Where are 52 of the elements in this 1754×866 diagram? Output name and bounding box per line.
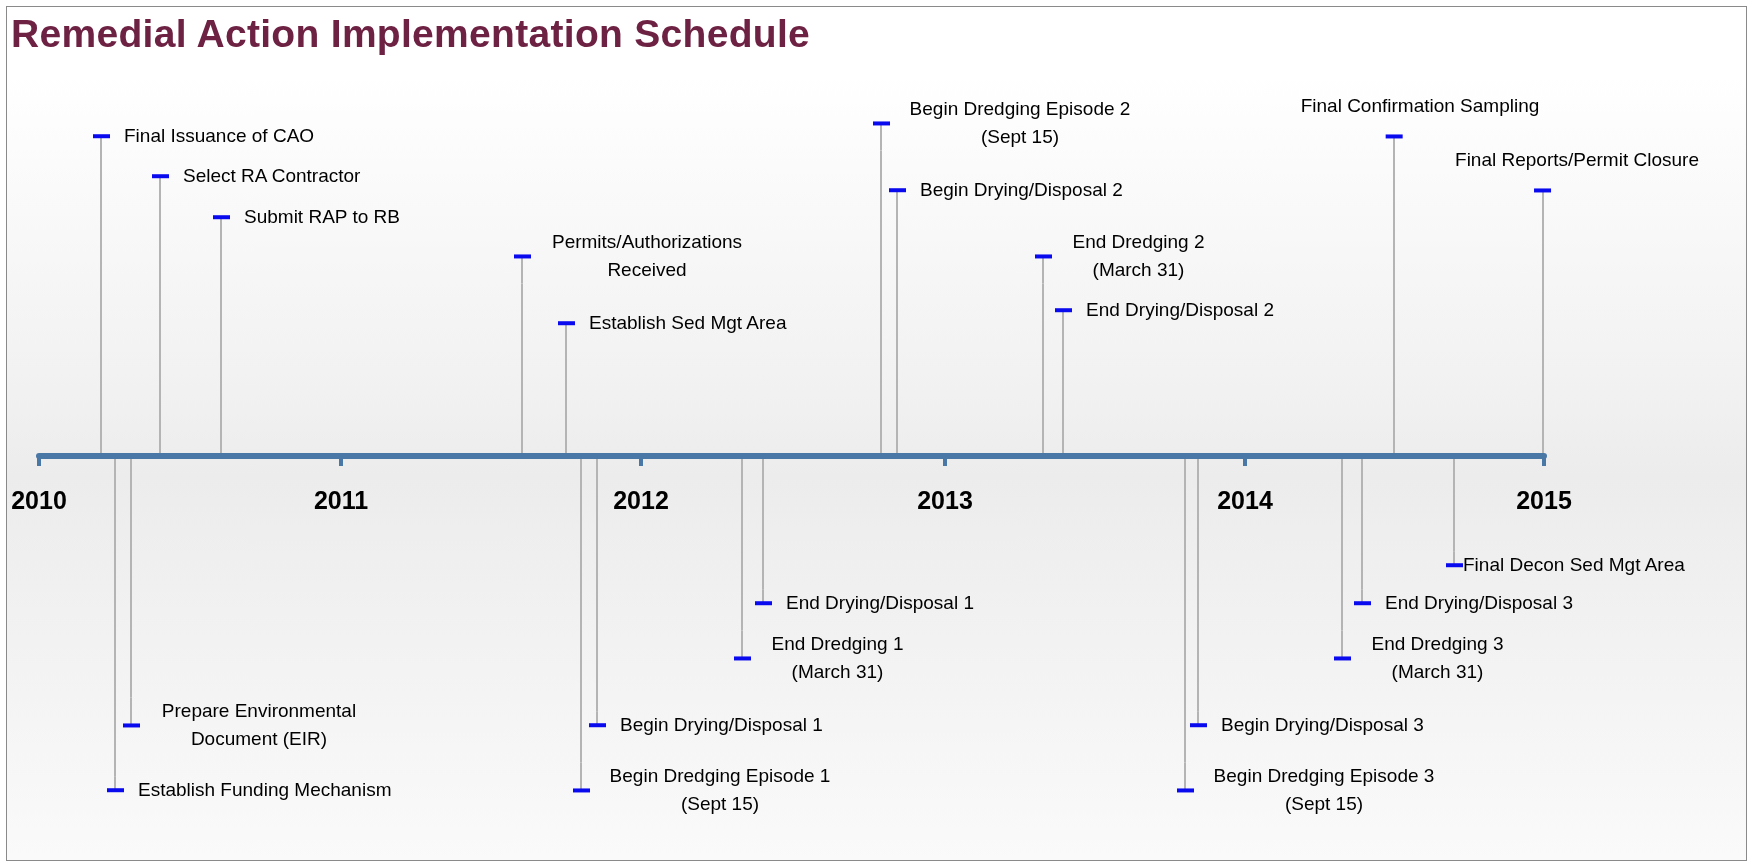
event-label: Permits/Authorizations Received [550, 230, 744, 282]
timeline-stem [1361, 458, 1363, 591]
event-label: Select RA Contractor [183, 164, 361, 189]
timeline-stem [521, 282, 523, 454]
timeline-stem [896, 202, 898, 454]
event-label: End Dredging 2 (March 31) [1071, 230, 1206, 282]
year-label: 2013 [917, 486, 973, 515]
year-label: 2011 [313, 486, 369, 515]
year-label: 2010 [11, 486, 67, 515]
year-label: 2012 [613, 486, 669, 515]
timeline-stem [1393, 137, 1395, 454]
timeline-stem [880, 149, 882, 454]
timeline-stem [1453, 458, 1455, 553]
event-label: End Drying/Disposal 1 [786, 591, 974, 616]
event-label: Final Issuance of CAO [124, 124, 315, 149]
event-label: Begin Drying/Disposal 2 [920, 178, 1123, 203]
timeline-stem [1042, 282, 1044, 454]
event-label: Begin Drying/Disposal 3 [1221, 713, 1424, 738]
timeline-stem [1341, 458, 1343, 632]
timeline-stem [580, 458, 582, 764]
event-label: End Dredging 3 (March 31) [1370, 632, 1505, 684]
event-label: Prepare Environmental Document (EIR) [160, 699, 358, 751]
event-label: Begin Dredging Episode 3 (Sept 15) [1212, 764, 1436, 816]
timeline-stem [1542, 191, 1544, 454]
timeline-stem [1184, 458, 1186, 764]
timeline-stem [114, 458, 116, 778]
event-label: End Drying/Disposal 2 [1086, 298, 1274, 323]
event-label: Final Reports/Permit Closure [1455, 148, 1699, 173]
event-label: Submit RAP to RB [244, 205, 400, 230]
event-label: Final Decon Sed Mgt Area [1463, 553, 1685, 578]
timeline-stem [565, 335, 567, 454]
event-label: End Drying/Disposal 3 [1385, 591, 1573, 616]
timeline-stem [596, 458, 598, 713]
event-label: Establish Sed Mgt Area [589, 311, 787, 336]
timeline-stem [130, 458, 132, 699]
chart-title: Remedial Action Implementation Schedule [11, 12, 811, 56]
timeline-stem [762, 458, 764, 591]
year-label: 2014 [1217, 486, 1273, 515]
event-label: Begin Drying/Disposal 1 [620, 713, 823, 738]
event-label: End Dredging 1 (March 31) [770, 632, 905, 684]
timeline-stem [1062, 322, 1064, 454]
timeline-stem [100, 148, 102, 454]
timeline-stem [1197, 458, 1199, 713]
event-label: Final Confirmation Sampling [1300, 94, 1540, 119]
timeline-stem [159, 188, 161, 454]
timeline-stem [741, 458, 743, 632]
event-label: Establish Funding Mechanism [138, 778, 392, 803]
event-label: Begin Dredging Episode 1 (Sept 15) [608, 764, 832, 816]
timeline-axis [36, 453, 1547, 467]
timeline-stem [220, 229, 222, 454]
year-label: 2015 [1516, 486, 1572, 515]
event-label: Begin Dredging Episode 2 (Sept 15) [908, 97, 1132, 149]
